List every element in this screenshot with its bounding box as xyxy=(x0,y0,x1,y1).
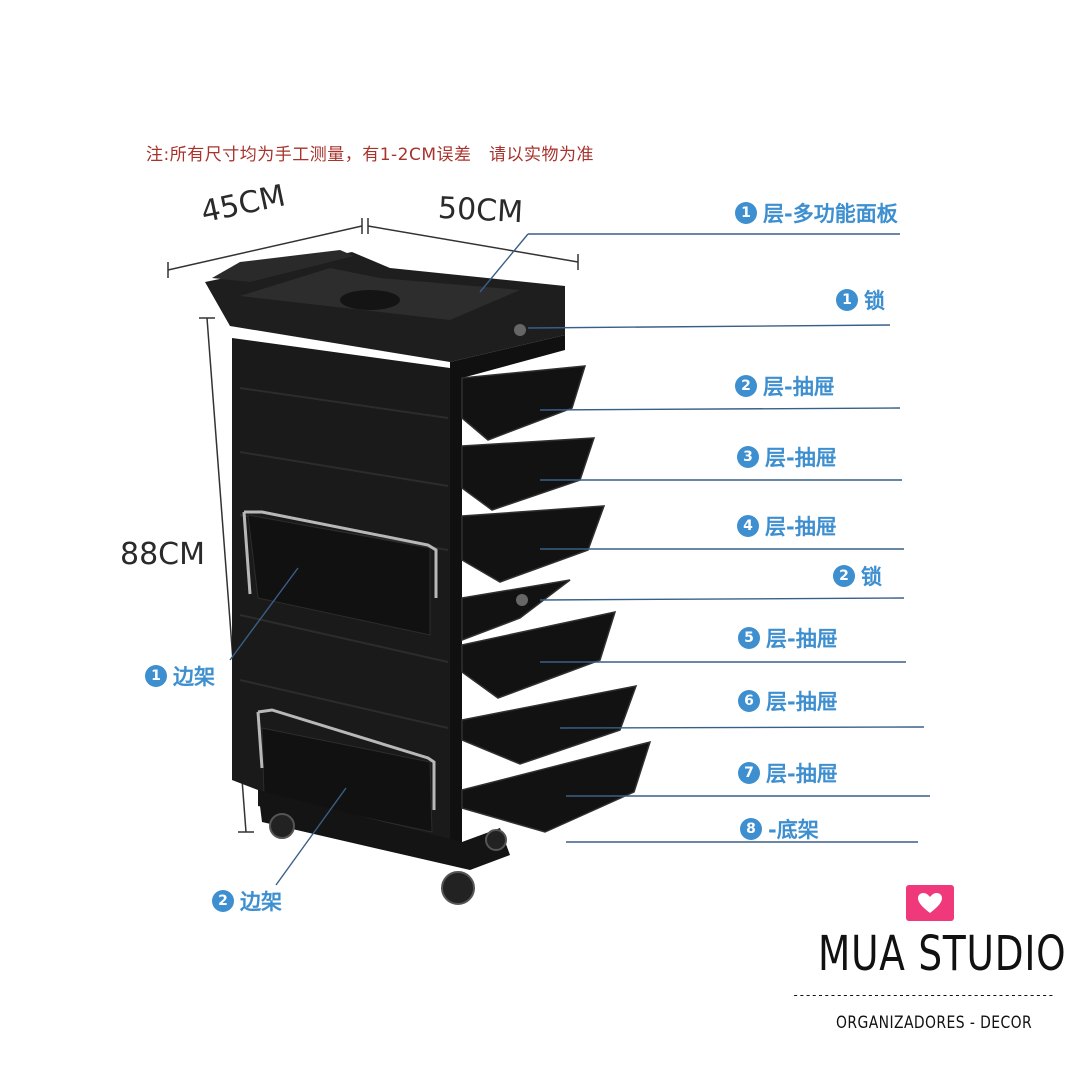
height-dimension: 88CM xyxy=(120,537,206,572)
number-badge: 7 xyxy=(738,762,760,784)
brand-subtitle: ORGANIZADORES - DECOR xyxy=(836,1013,1033,1033)
number-badge: 1 xyxy=(836,289,858,311)
number-badge: 2 xyxy=(212,890,234,912)
callout-label: 层-抽屉 xyxy=(766,762,838,786)
callout-drawer-5: 5 层-抽屉 xyxy=(738,623,838,653)
callout-label: 层-多功能面板 xyxy=(763,202,898,226)
depth-dimension: 50CM xyxy=(437,190,524,231)
number-badge: 6 xyxy=(738,690,760,712)
callout-side-rack-1: 1 边架 xyxy=(145,661,215,691)
number-badge: 8 xyxy=(740,818,762,840)
callout-drawer-7: 7 层-抽屉 xyxy=(738,758,838,788)
callout-label: 锁 xyxy=(861,565,882,589)
caster-wheels xyxy=(269,813,507,905)
number-badge: 3 xyxy=(737,446,759,468)
callout-label: 边架 xyxy=(240,890,282,914)
callout-label: 层-抽屉 xyxy=(765,446,837,470)
side-rack-lower xyxy=(256,708,436,833)
side-rack-upper xyxy=(242,510,438,636)
heart-logo-icon xyxy=(906,885,954,921)
number-badge: 1 xyxy=(145,665,167,687)
callout-drawer-3: 3 层-抽屉 xyxy=(737,442,837,472)
number-badge: 5 xyxy=(738,627,760,649)
trolley-body xyxy=(205,250,652,905)
callout-lock-2: 2 锁 xyxy=(833,561,882,591)
brand-divider: ----------------------------------------… xyxy=(792,988,1054,1002)
callout-drawer-4: 4 层-抽屉 xyxy=(737,511,837,541)
callout-label: 边架 xyxy=(173,665,215,689)
callout-label: -底架 xyxy=(768,818,819,842)
callout-drawer-2: 2 层-抽屉 xyxy=(735,371,835,401)
leader-lines xyxy=(229,233,930,886)
callout-label: 层-抽屉 xyxy=(763,375,835,399)
callout-base: 8 -底架 xyxy=(740,814,819,844)
callout-side-rack-2: 2 边架 xyxy=(212,886,282,916)
callout-top-panel: 1 层-多功能面板 xyxy=(735,198,898,228)
measurement-note: 注:所有尺寸均为手工测量，有1-2CM误差 请以实物为准 xyxy=(146,145,595,165)
brand-name: MUA STUDIO xyxy=(818,926,1067,982)
callout-lock-1: 1 锁 xyxy=(836,285,885,315)
number-badge: 2 xyxy=(735,375,757,397)
callout-label: 锁 xyxy=(864,289,885,313)
callout-label: 层-抽屉 xyxy=(766,627,838,651)
number-badge: 4 xyxy=(737,515,759,537)
callout-label: 层-抽屉 xyxy=(766,690,838,714)
number-badge: 2 xyxy=(833,565,855,587)
callout-label: 层-抽屉 xyxy=(765,515,837,539)
number-badge: 1 xyxy=(735,202,757,224)
callout-drawer-6: 6 层-抽屉 xyxy=(738,686,838,716)
